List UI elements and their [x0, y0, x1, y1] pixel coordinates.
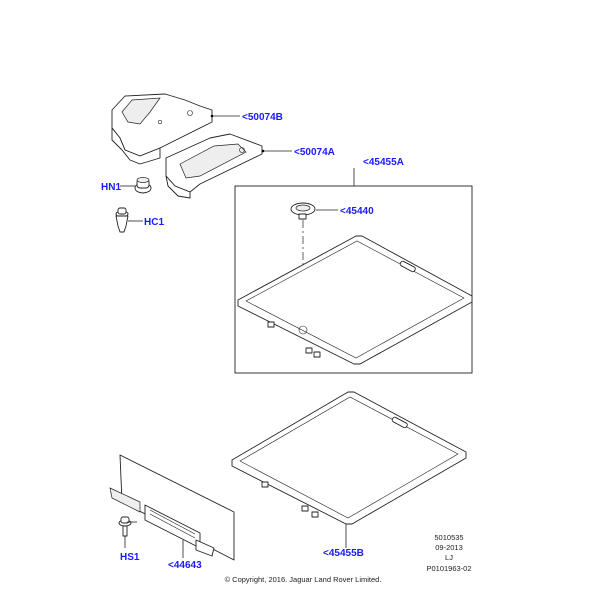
- cap-45440[interactable]: [290, 202, 316, 220]
- callout-45440[interactable]: <45440: [340, 206, 374, 217]
- drawing-notes: 5010535 09-2013 LJ P0101963-02: [426, 533, 471, 573]
- note-date: 09-2013: [435, 543, 463, 552]
- note-initials: LJ: [445, 553, 453, 562]
- screw-HS1[interactable]: [118, 516, 137, 537]
- nut-HN1[interactable]: [134, 177, 152, 194]
- callout-HN1[interactable]: HN1: [101, 182, 121, 193]
- callout-HC1[interactable]: HC1: [144, 217, 164, 228]
- floor-panel-45455A[interactable]: [237, 235, 473, 365]
- clip-HC1[interactable]: [115, 207, 129, 233]
- part-50074A[interactable]: [165, 133, 263, 199]
- callout-50074A[interactable]: <50074A: [294, 147, 335, 158]
- floor-panel-45455B[interactable]: [231, 391, 467, 525]
- callout-HS1[interactable]: HS1: [120, 552, 140, 563]
- callout-50074B[interactable]: <50074B: [242, 112, 283, 123]
- part-50074B[interactable]: [111, 93, 213, 165]
- callout-45455A[interactable]: <45455A: [363, 157, 404, 168]
- callout-44643[interactable]: <44643: [168, 560, 202, 571]
- callout-45455B[interactable]: <45455B: [323, 548, 364, 559]
- kit-box-45455A: [234, 185, 473, 374]
- panel-44643[interactable]: [109, 454, 235, 561]
- note-number: 5010535: [434, 533, 463, 542]
- copyright: © Copyright, 2016. Jaguar Land Rover Lim…: [225, 575, 382, 584]
- note-drawing-id: P0101963-02: [426, 564, 471, 573]
